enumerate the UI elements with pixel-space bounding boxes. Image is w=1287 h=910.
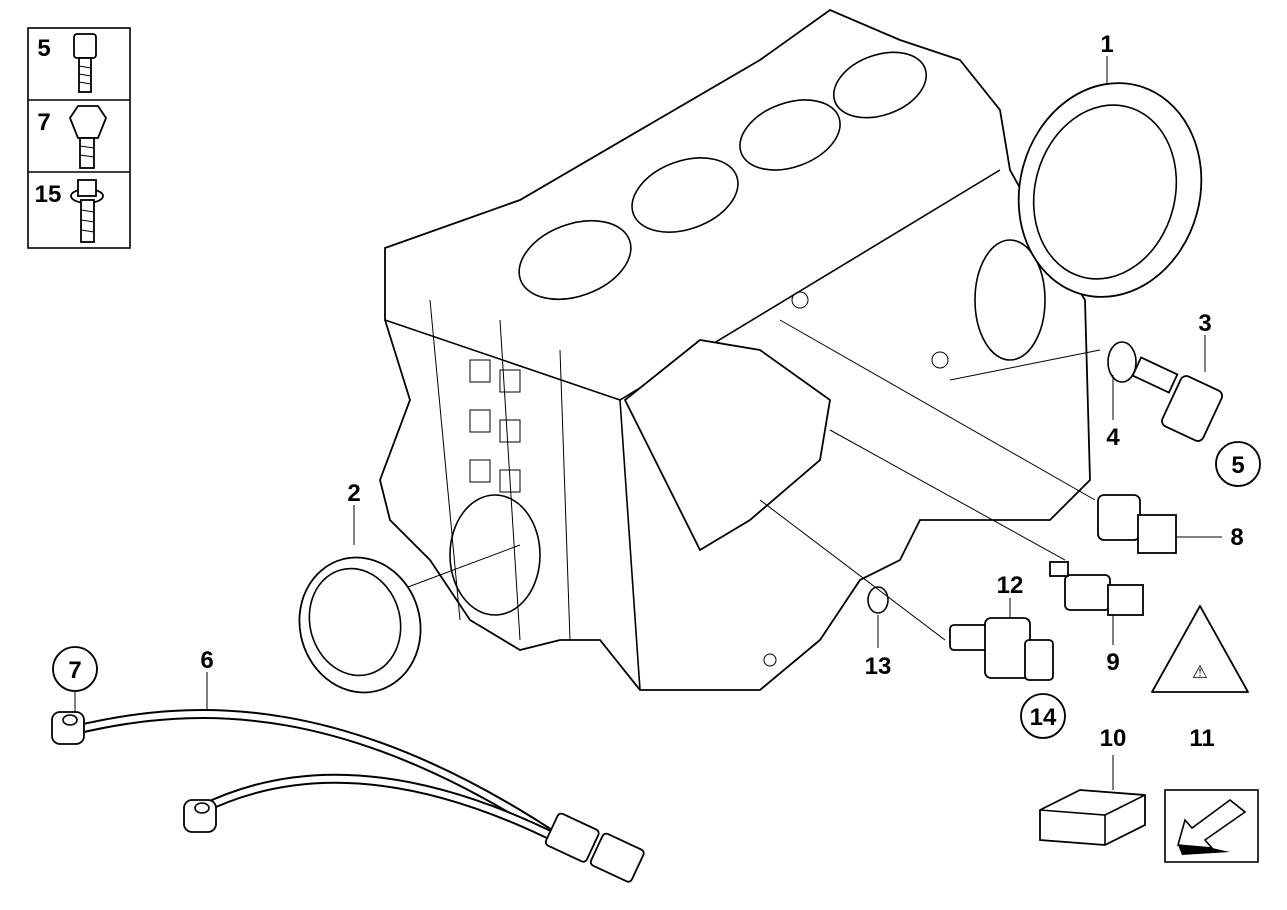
callouts: 1 2 3 4 5 6 7 8 9 10 11 12 13 14 — [52, 31, 1261, 752]
part-3-sensor — [1107, 341, 1223, 442]
part-9-temperature-sensor — [1049, 561, 1144, 616]
callout-9[interactable]: 9 — [1106, 649, 1119, 676]
part-6-knock-sensor-harness — [51, 709, 645, 883]
callout-2[interactable]: 2 — [347, 480, 360, 507]
part-13-seal-ring — [867, 586, 889, 614]
part-10-box — [1039, 789, 1146, 846]
callout-13[interactable]: 13 — [865, 653, 892, 680]
callout-8[interactable]: 8 — [1230, 524, 1243, 551]
svg-text:⚠: ⚠ — [1192, 662, 1208, 683]
part-8-pressure-switch — [1097, 494, 1177, 554]
callout-6[interactable]: 6 — [200, 647, 213, 674]
part-12-solenoid-valve — [949, 617, 1054, 681]
callout-3[interactable]: 3 — [1198, 310, 1211, 337]
navigation-arrow-icon[interactable] — [1164, 789, 1259, 863]
flange-bolt-icon — [70, 179, 104, 243]
legend-label-5: 5 — [37, 35, 50, 62]
legend-label-7: 7 — [37, 109, 50, 136]
part-2-front-seal — [298, 556, 422, 694]
engine-block — [379, 8, 1091, 691]
callout-14[interactable]: 14 — [1030, 704, 1057, 731]
legend-label-15: 15 — [35, 181, 62, 208]
callout-12[interactable]: 12 — [997, 572, 1024, 599]
callout-1[interactable]: 1 — [1100, 31, 1113, 58]
hex-head-bolt-icon — [68, 105, 108, 169]
callout-10[interactable]: 10 — [1100, 725, 1127, 752]
callout-5[interactable]: 5 — [1231, 452, 1244, 479]
socket-head-bolt-icon — [73, 33, 97, 93]
callout-4[interactable]: 4 — [1106, 424, 1120, 451]
callout-11[interactable]: 11 — [1189, 725, 1214, 752]
bolt-legend: 5 7 15 — [27, 27, 131, 249]
part-1-crankshaft-seal — [1017, 82, 1203, 298]
callout-7[interactable]: 7 — [68, 657, 81, 684]
part-11-warning-label: ⚠ — [1151, 605, 1249, 693]
cylinder-bores — [518, 51, 928, 301]
